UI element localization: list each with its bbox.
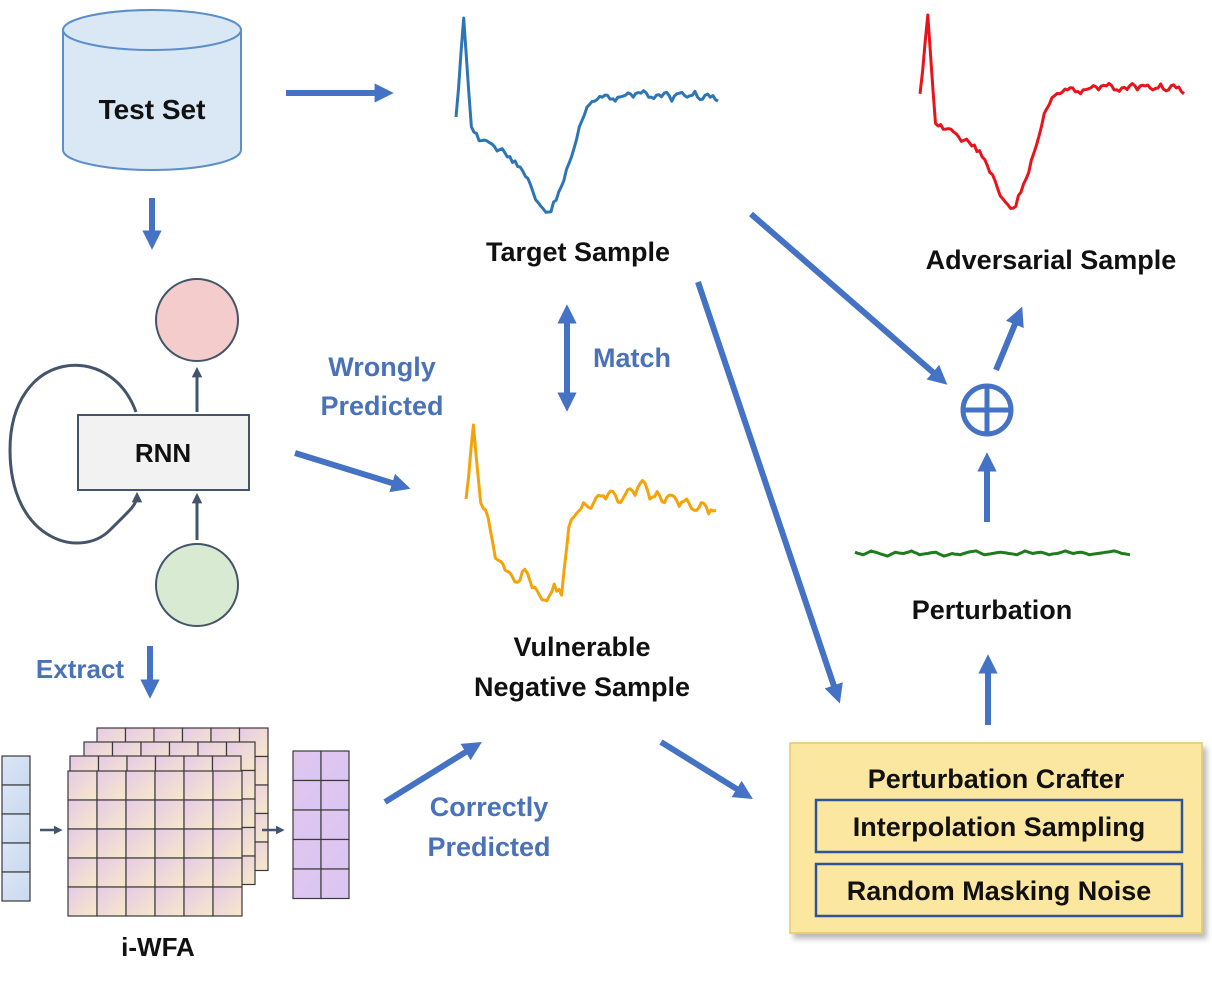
iwfa-matrix-cell: [212, 886, 243, 917]
adversarial-sample-waveform: [918, 13, 1185, 210]
iwfa-output-cell: [320, 809, 350, 841]
iwfa-output-cell: [320, 838, 350, 870]
correctly-predicted-line2: Predicted: [427, 832, 550, 862]
match-label: Match: [593, 343, 671, 373]
iwfa-output-cell: [292, 868, 322, 900]
iwfa-matrix-cell: [212, 828, 243, 859]
rnn-recurrent-loop: [8, 363, 143, 545]
iwfa-matrix-cell: [183, 770, 214, 801]
iwfa-output-cell: [320, 779, 350, 811]
iwfa-matrix-cell: [154, 770, 185, 801]
extract-label: Extract: [36, 654, 124, 684]
iwfa-matrix-cell: [183, 828, 214, 859]
iwfa-output-cell: [320, 868, 350, 900]
iwfa-matrix-cell: [96, 828, 127, 859]
iwfa-input-cell: [1, 755, 31, 786]
iwfa-matrix-cell: [125, 857, 156, 888]
arrow-sum-to-adversarial: [993, 306, 1024, 372]
iwfa-output-cell: [292, 750, 322, 782]
iwfa-matrix-cell: [183, 886, 214, 917]
crafter-item-interpolation: [814, 798, 1184, 854]
test-set-cylinder: Test Set: [62, 9, 242, 171]
iwfa-matrix-cell: [67, 799, 98, 830]
rnn-output-node: [155, 278, 239, 362]
wrongly-predicted-line2: Predicted: [320, 391, 443, 421]
iwfa-matrix-cell: [125, 770, 156, 801]
perturbation-crafter: Perturbation Crafter Interpolation Sampl…: [789, 742, 1203, 934]
iwfa-matrix-cell: [96, 770, 127, 801]
target-sample-label: Target Sample: [486, 237, 670, 267]
iwfa-matrix-cell: [67, 770, 98, 801]
iwfa-matrix-cell: [125, 886, 156, 917]
iwfa-matrix-cell: [183, 799, 214, 830]
iwfa-output-cell: [292, 838, 322, 870]
rnn-block: RNN: [8, 278, 250, 627]
iwfa-matrix-cell: [212, 770, 243, 801]
arrow-rnn-to-vulnerable: [294, 450, 411, 493]
iwfa-matrix-cell: [212, 857, 243, 888]
iwfa-output-cell: [320, 750, 350, 782]
iwfa-matrix-cell: [212, 799, 243, 830]
arrow-vulnerable-to-crafter: [659, 739, 753, 800]
iwfa-matrix-cell: [67, 857, 98, 888]
iwfa-matrix-cell: [96, 886, 127, 917]
crafter-title: Perturbation Crafter: [868, 764, 1125, 794]
adversarial-sample-label: Adversarial Sample: [926, 245, 1177, 275]
iwfa-input-cell: [1, 842, 31, 873]
rnn-box: [77, 414, 250, 491]
vulnerable-label-line2: Negative Sample: [474, 672, 690, 702]
iwfa-output-cell: [292, 779, 322, 811]
perturbation-waveform: [854, 549, 1131, 558]
vulnerable-sample-waveform: [464, 423, 717, 603]
test-set-label: Test Set: [99, 94, 206, 125]
arrow-target-to-sum: [749, 211, 948, 385]
crafter-item2-label: Random Masking Noise: [847, 876, 1152, 906]
iwfa-matrix-cell: [154, 857, 185, 888]
iwfa-matrix-cell: [154, 886, 185, 917]
rnn-label: RNN: [135, 438, 191, 468]
correctly-predicted-line1: Correctly: [430, 792, 549, 822]
sum-operator-icon: [960, 383, 1014, 437]
crafter-item-masking: [814, 862, 1184, 918]
perturbation-label: Perturbation: [912, 595, 1073, 625]
iwfa-matrix-cell: [125, 799, 156, 830]
iwfa-matrix-cell: [96, 799, 127, 830]
vulnerable-label-line1: Vulnerable: [513, 632, 650, 662]
arrow-iwfa-to-vulnerable: [383, 741, 482, 805]
iwfa-output-cell: [292, 809, 322, 841]
iwfa-matrix-cell: [154, 828, 185, 859]
target-sample-waveform: [454, 16, 719, 214]
wrongly-predicted-line1: Wrongly: [328, 352, 436, 382]
iwfa-input-cell: [1, 813, 31, 844]
iwfa-matrix-cell: [154, 799, 185, 830]
rnn-input-node: [155, 543, 239, 627]
iwfa-matrix-cell: [125, 828, 156, 859]
iwfa-block: [1, 727, 350, 917]
iwfa-input-cell: [1, 784, 31, 815]
iwfa-input-cell: [1, 871, 31, 902]
crafter-item1-label: Interpolation Sampling: [853, 812, 1146, 842]
arrow-target-to-crafter: [695, 281, 843, 704]
iwfa-matrix-cell: [96, 857, 127, 888]
iwfa-matrix-cell: [183, 857, 214, 888]
iwfa-matrix-cell: [67, 886, 98, 917]
iwfa-matrix-cell: [67, 828, 98, 859]
iwfa-label: i-WFA: [121, 932, 195, 962]
